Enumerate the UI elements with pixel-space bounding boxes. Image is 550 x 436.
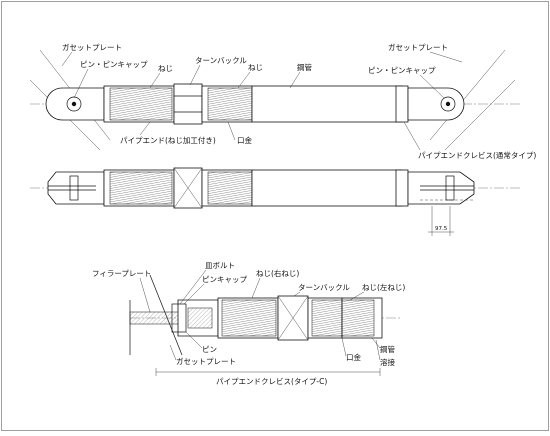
label-mouthpiece: 口金: [237, 135, 252, 145]
label-turnbuckle-detail: ターンバックル: [298, 283, 350, 292]
left-thread: [109, 87, 173, 121]
label-screw-right-hand: ねじ(右ねじ): [256, 268, 299, 278]
caption-type-c: パイプエンドクレビス(タイプ-C): [216, 377, 327, 386]
label-mouthpiece-detail: 口金: [346, 352, 361, 362]
label-pincap-right: ピン・ピンキャップ: [368, 66, 436, 75]
label-gusset-right: ガセットプレート: [388, 42, 448, 52]
label-gusset-left: ガセットプレート: [62, 42, 122, 52]
label-filler-plate: フィラープレート: [92, 269, 151, 278]
label-screw-left: ねじ: [158, 64, 173, 73]
dimension-value: 97.5: [435, 226, 448, 232]
brace-elevation-view: ガセットプレート ピン・ピンキャップ ねじ ターンバックル ねじ 鋼管 ガセット…: [29, 42, 536, 160]
label-flat-bolt: 皿ボルト: [205, 261, 235, 270]
label-steel-pipe-detail: 鋼管: [380, 344, 395, 354]
brace-plan-view: 97.5: [30, 167, 520, 236]
right-clevis-end: [407, 87, 465, 121]
label-clevis-normal: パイプエンドクレビス(通常タイプ): [418, 150, 536, 160]
label-turnbuckle: ターンバックル: [195, 56, 247, 65]
label-screw-left-hand: ねじ(左ねじ): [362, 282, 405, 292]
left-slot-end: [47, 171, 105, 205]
left-pin-icon: [71, 101, 77, 107]
filler-plate: [129, 311, 183, 325]
label-gusset-detail: ガセットプレート: [176, 356, 236, 366]
turnbuckle-body: [173, 83, 203, 125]
label-pin-cap: ピンキャップ: [202, 275, 247, 284]
label-weld: 溶接: [380, 357, 395, 367]
label-pipe-end-threaded: パイプエンド(ねじ加工付き): [120, 135, 216, 145]
right-slot-end: [407, 171, 475, 205]
label-steel-pipe: 鋼管: [297, 62, 312, 72]
steel-pipe: [251, 85, 403, 123]
right-pin-icon: [445, 101, 451, 107]
label-pin: ピン: [202, 345, 217, 354]
label-pincap-left: ピン・ピンキャップ: [80, 60, 148, 69]
label-screw-mid: ねじ: [248, 63, 263, 72]
detail-type-c: フィラープレート 皿ボルト ピンキャップ ねじ(右ねじ) ターンバックル ねじ(…: [92, 261, 405, 386]
mid-thread: [207, 87, 253, 121]
